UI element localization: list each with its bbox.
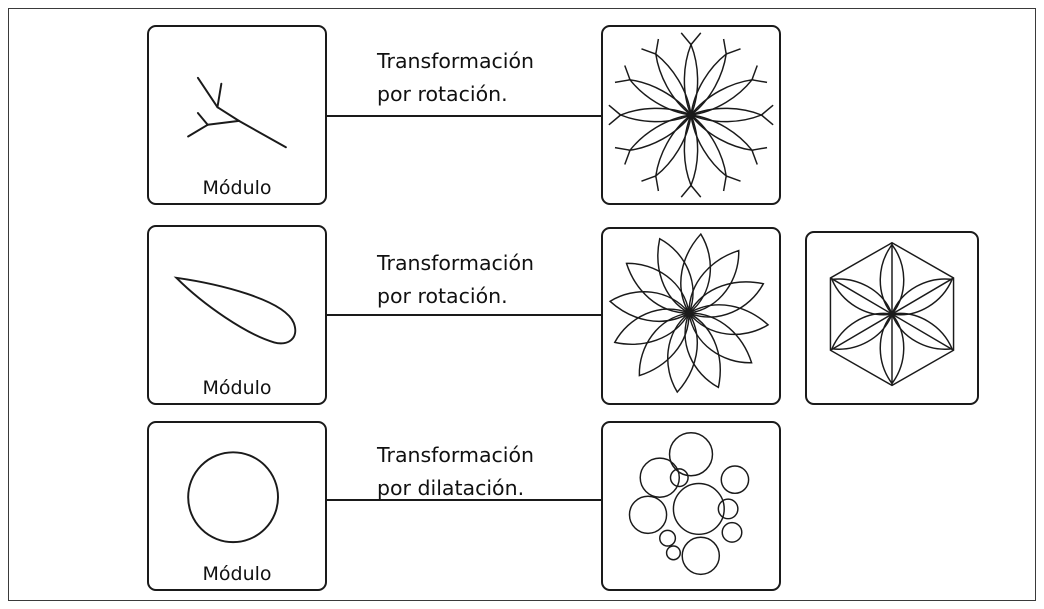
module-label: Módulo	[202, 177, 272, 199]
rotated-branch-rosette-icon	[608, 32, 774, 198]
circle-icon	[187, 451, 279, 544]
petal-rosette-icon	[608, 232, 770, 394]
transformation-caption: Transformación por dilatación.	[377, 439, 534, 505]
transformation-caption: Transformación por rotación.	[377, 45, 534, 111]
caption-line-1: Transformación	[377, 251, 535, 275]
caption-line-2: por rotación.	[377, 82, 508, 106]
hexagon-flower-icon	[825, 241, 959, 387]
caption-line-1: Transformación	[377, 49, 535, 73]
caption-line-2: por dilatación.	[377, 476, 525, 500]
transformation-caption: Transformación por rotación.	[377, 247, 534, 313]
dilated-circles-cluster-icon	[628, 432, 750, 576]
module-label: Módulo	[202, 563, 272, 585]
caption-line-2: por rotación.	[377, 284, 508, 308]
connector-line	[327, 115, 601, 117]
connector-line	[327, 499, 601, 501]
module-label: Módulo	[202, 377, 272, 399]
module-box-branch: Módulo	[147, 25, 327, 205]
module-box-teardrop: Módulo	[147, 225, 327, 405]
result-box-hexagon	[805, 231, 979, 405]
result-box-dilation	[601, 421, 781, 591]
result-box-rotation	[601, 227, 781, 405]
result-box-rotation	[601, 25, 781, 205]
diagram-frame: Módulo Transformación por rotación.	[8, 8, 1036, 601]
module-box-circle: Módulo	[147, 421, 327, 591]
branch-icon	[187, 76, 287, 149]
connector-line	[327, 314, 601, 316]
caption-line-1: Transformación	[377, 443, 535, 467]
teardrop-icon	[173, 276, 297, 345]
